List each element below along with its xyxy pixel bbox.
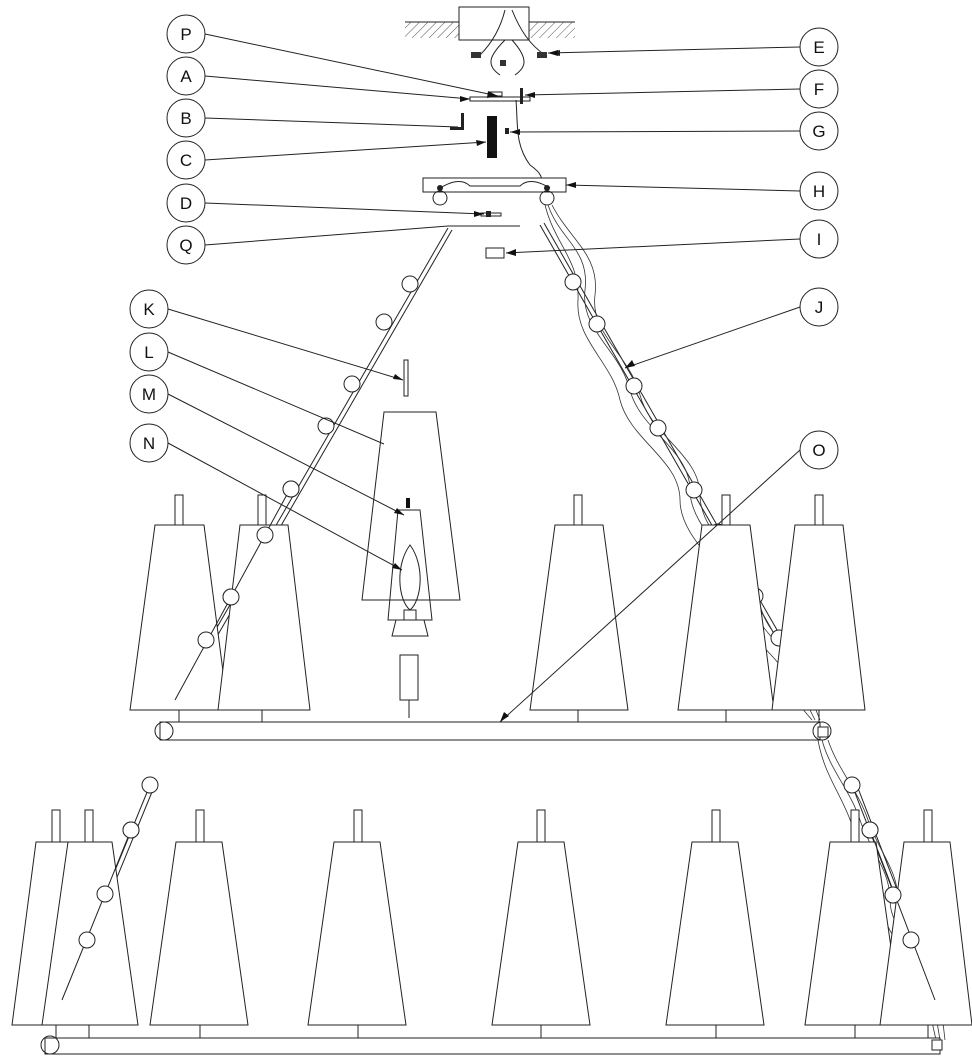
mounting-strap xyxy=(469,88,531,104)
canopy-plate xyxy=(422,177,567,206)
upper-tier-shades xyxy=(129,494,866,722)
callout-i: I xyxy=(799,219,839,259)
callout-l: L xyxy=(129,332,169,372)
callout-h: H xyxy=(799,171,839,211)
callout-e: E xyxy=(799,27,839,67)
candle-cup xyxy=(399,654,419,701)
callout-n: N xyxy=(129,423,169,463)
callout-p-label: P xyxy=(180,25,191,44)
callout-o: O xyxy=(799,430,839,470)
leader-arrowheads xyxy=(392,50,635,722)
socket-and-bulb xyxy=(387,498,433,637)
callout-g: G xyxy=(799,111,839,151)
nut-g xyxy=(505,128,509,134)
callout-f-label: F xyxy=(814,80,824,99)
leader-lines xyxy=(167,33,801,723)
callout-n-label: N xyxy=(143,434,155,453)
callout-k: K xyxy=(129,289,169,329)
upper-left-chain-front xyxy=(174,480,300,701)
callout-c: C xyxy=(166,140,206,180)
callout-q-label: Q xyxy=(179,236,192,255)
callout-a: A xyxy=(166,56,206,96)
callout-i-label: I xyxy=(817,230,822,249)
callout-j: J xyxy=(799,287,839,327)
callout-d-label: D xyxy=(180,194,192,213)
callout-j-label: J xyxy=(815,298,824,317)
callout-b-label: B xyxy=(180,109,191,128)
screw-b xyxy=(450,113,464,130)
lamp-shade-l xyxy=(361,411,461,601)
callout-m-label: M xyxy=(142,385,156,404)
callout-e-label: E xyxy=(813,38,824,57)
lower-chains-front xyxy=(61,821,936,1001)
callout-q: Q xyxy=(166,225,206,265)
callout-h-label: H xyxy=(813,182,825,201)
callout-l-label: L xyxy=(144,343,153,362)
upper-ring-bar xyxy=(154,721,832,741)
wire-connector-i xyxy=(485,247,505,259)
callout-k-label: K xyxy=(143,300,155,319)
callout-o-label: O xyxy=(812,441,825,460)
callout-labels: P A B C D Q K L M N E F G H I J O xyxy=(129,14,839,470)
callout-p: P xyxy=(166,14,206,54)
callout-c-label: C xyxy=(180,151,192,170)
callout-f: F xyxy=(799,69,839,109)
callout-d: D xyxy=(166,183,206,223)
lower-ring-bar xyxy=(40,1035,943,1055)
callout-g-label: G xyxy=(812,122,825,141)
threaded-nipple xyxy=(487,116,497,158)
callout-a-label: A xyxy=(180,67,192,86)
bobeche-k xyxy=(403,359,409,397)
callout-b: B xyxy=(166,98,206,138)
ceiling xyxy=(405,6,575,41)
lower-tier-shades xyxy=(11,809,972,1038)
callout-m: M xyxy=(129,374,169,414)
